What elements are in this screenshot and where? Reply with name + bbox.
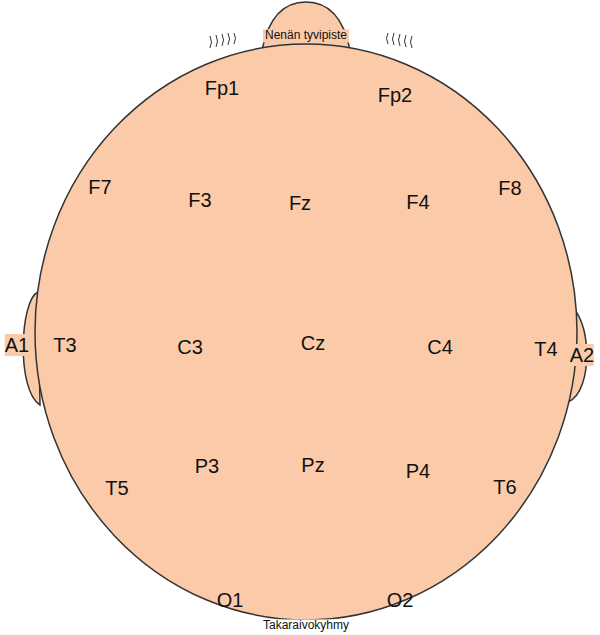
nose [262,2,350,50]
electrode-label: T6 [493,476,516,498]
electrode-label: Fp2 [378,84,412,106]
landmark-label: Nenän tyvipiste [263,29,349,42]
electrode-label: P4 [406,460,430,482]
electrode-label: F3 [188,189,211,211]
electrode-label: Cz [301,332,325,354]
electrode-label: A2 [570,344,594,366]
electrode-label: Fp1 [205,77,239,99]
electrode-label: C3 [177,336,203,358]
electrode-label: T4 [534,338,557,360]
electrode-label: C4 [427,336,453,358]
electrode-label: Fz [289,192,311,214]
electrode-label: O1 [217,589,244,611]
landmark-label: Takaraivokyhmy [261,619,351,632]
electrode-label: T3 [53,334,76,356]
electrode-label: O2 [387,589,414,611]
electrode-label: F4 [406,191,429,213]
electrode-label: P3 [195,455,219,477]
electrode-label: A1 [5,334,29,356]
electrode-label: F8 [498,177,521,199]
electrode-label: Pz [301,454,324,476]
electrode-label: T5 [105,477,128,499]
head-outline [35,44,577,620]
electrode-label: F7 [88,176,111,198]
